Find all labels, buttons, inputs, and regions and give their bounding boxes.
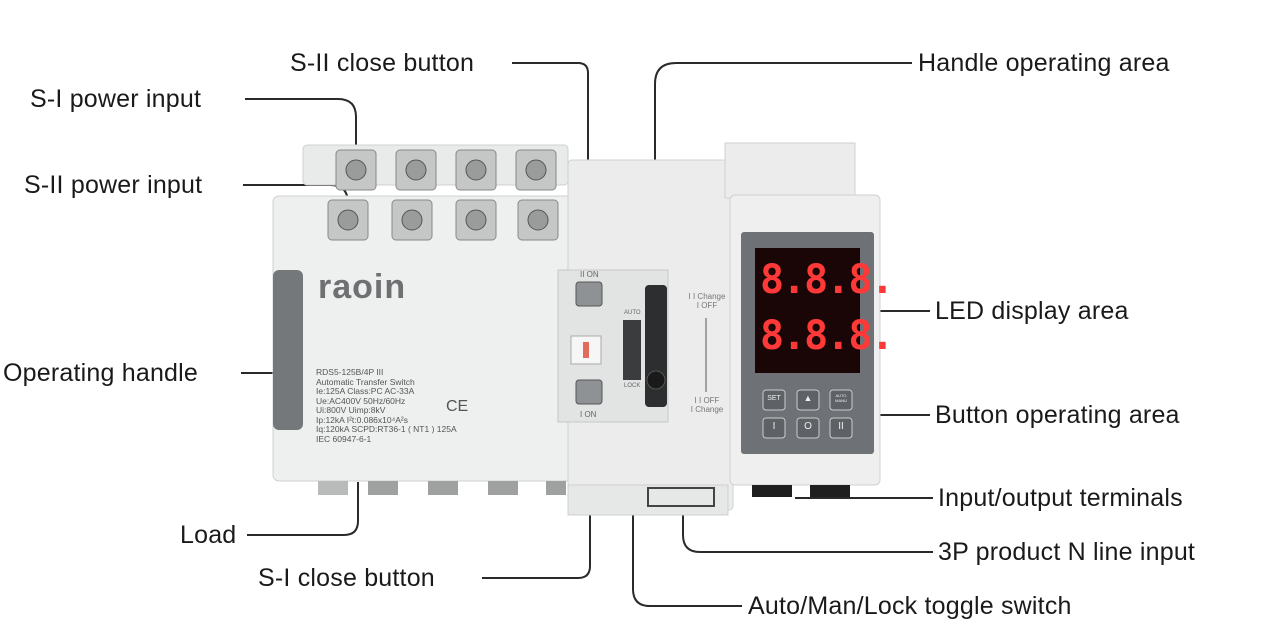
right-upper-housing — [724, 142, 856, 199]
ii-change-label: I I Change — [688, 292, 726, 301]
i-off-label: I OFF — [696, 301, 718, 310]
up-button[interactable] — [796, 389, 820, 411]
auto-label: AUTO — [624, 310, 641, 316]
led-display — [755, 248, 860, 373]
spec-line: Ie:125A Class:PC AC-33A — [316, 386, 415, 396]
spec-line: Automatic Transfer Switch — [316, 376, 415, 387]
callout-led-display-area: LED display area — [935, 297, 1129, 325]
s1-button-label: I — [772, 421, 776, 432]
leader-s1-power-input — [245, 98, 357, 168]
led-row-top: 8.8.8. — [760, 257, 894, 303]
led-readout: 8.8.8. 8.8.8. — [760, 252, 894, 364]
spec-line: IEC 60947-6-1 — [316, 433, 372, 444]
s2-close-button[interactable] — [575, 281, 603, 307]
transfer-labels-bottom: I I OFF I Change — [686, 396, 728, 414]
s1-close-button[interactable] — [575, 379, 603, 405]
callout-button-operating-area: Button operating area — [935, 401, 1180, 429]
off-button-label: O — [804, 421, 812, 432]
brand-logo: raoin — [318, 268, 407, 306]
callout-toggle-switch: Auto/Man/Lock toggle switch — [748, 592, 1072, 620]
s2-button[interactable] — [829, 417, 853, 439]
spec-line: Ue:AC400V 50Hz/60Hz — [316, 395, 406, 406]
off-button[interactable] — [796, 417, 820, 439]
io-terminal-block-1 — [752, 485, 792, 497]
set-button-label: SET — [767, 395, 781, 402]
callout-s1-power-input: S-I power input — [30, 85, 202, 113]
leader-n-line-input — [682, 505, 933, 553]
callout-operating-handle: Operating handle — [3, 359, 199, 387]
spec-line: Ip:12kA I²t:0.086x10⁴A²s — [316, 414, 409, 425]
callout-n-line-input: 3P product N line input — [938, 538, 1196, 566]
i-on-label: I ON — [580, 410, 597, 419]
transfer-labels-top: I I Change I OFF — [686, 292, 728, 310]
callout-load: Load — [180, 521, 237, 549]
callout-s2-power-input: S-II power input — [24, 171, 203, 199]
s1-button[interactable] — [762, 417, 786, 439]
spec-line: RDS5-125B/4P III — [316, 367, 384, 377]
leader-handle-operating-area — [654, 62, 912, 305]
callout-handle-operating-area: Handle operating area — [918, 49, 1170, 77]
spec-plate: RDS5-125B/4P III Automatic Transfer Swit… — [316, 367, 457, 444]
lower-terminals — [327, 199, 559, 241]
auto-man-lock-toggle-switch[interactable] — [623, 320, 641, 380]
operating-handle[interactable] — [273, 270, 303, 430]
spec-line: Iq:120kA SCPD:RT36-1 ( NT1 ) 125A — [316, 424, 457, 434]
callout-io-terminals: Input/output terminals — [938, 484, 1183, 512]
s2-button-label: II — [838, 421, 844, 432]
callout-s1-close-button: S-I close button — [258, 564, 435, 592]
led-row-bottom: 8.8.8. — [760, 313, 894, 359]
auto-manu-label: AUTO MANU — [835, 393, 847, 403]
spec-line: Ui:800V Uimp:8kV — [316, 405, 386, 415]
leader-s2-close-button — [512, 62, 589, 282]
lock-label: LOCK — [624, 383, 641, 389]
n-line-terminal — [647, 487, 715, 507]
leader-load — [247, 482, 359, 536]
ce-mark: CE — [446, 398, 469, 415]
leader-toggle-switch — [632, 352, 742, 607]
i-change-label: I Change — [690, 405, 724, 414]
set-button[interactable] — [762, 389, 786, 411]
io-terminal-block-2 — [810, 485, 850, 497]
up-arrow-icon: ▲ — [803, 393, 813, 403]
leader-s1-close-button — [482, 400, 591, 579]
bottom-terminals — [318, 481, 566, 495]
auto-manu-button[interactable] — [829, 389, 853, 411]
upper-terminals — [335, 149, 557, 191]
callout-s2-close-button: S-II close button — [290, 49, 475, 77]
ii-on-label: II ON — [580, 270, 599, 279]
ii-off-label: I I OFF — [694, 396, 720, 405]
